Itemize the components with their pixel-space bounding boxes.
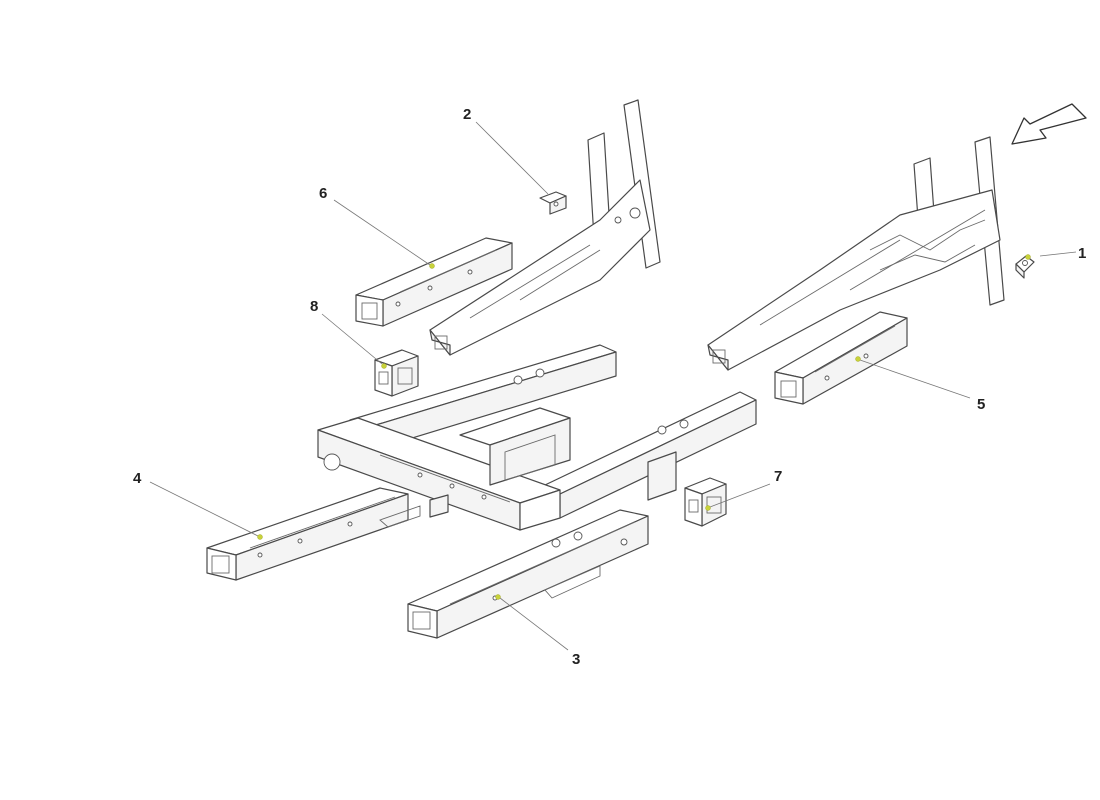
callout-6[interactable]: 6 [319, 185, 327, 202]
part-6-front-beam[interactable] [355, 237, 513, 327]
part-5-rear-beam[interactable] [774, 311, 908, 405]
callout-3[interactable]: 3 [572, 651, 580, 668]
part-3-side-member[interactable] [407, 509, 649, 639]
part-8-mount-bracket[interactable] [374, 349, 419, 397]
callout-8[interactable]: 8 [310, 298, 318, 315]
part-1-small-clip[interactable] [1015, 255, 1035, 279]
callout-4[interactable]: 4 [133, 470, 142, 487]
leader-lines [149, 121, 1077, 651]
left-front-frame-assembly [429, 99, 661, 356]
direction-arrow-icon [1011, 103, 1087, 145]
callout-1[interactable]: 1 [1078, 245, 1086, 262]
callout-7[interactable]: 7 [774, 468, 782, 485]
part-2-small-clip[interactable] [539, 191, 567, 215]
part-7-mount-bracket[interactable] [684, 477, 727, 527]
part-4-side-member[interactable] [206, 487, 421, 581]
central-subframe [317, 344, 757, 531]
callout-5[interactable]: 5 [977, 396, 985, 413]
right-front-frame-assembly [707, 136, 1005, 371]
callout-2[interactable]: 2 [463, 106, 471, 123]
